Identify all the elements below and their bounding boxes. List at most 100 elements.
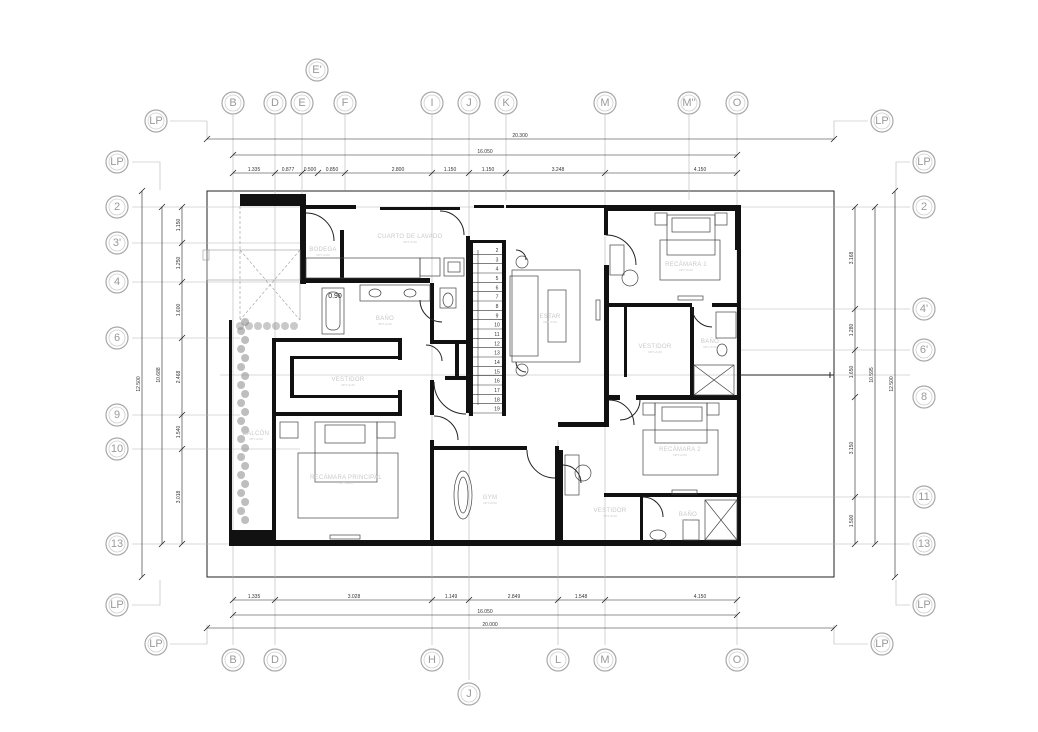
room-level: NPT+6.60	[341, 383, 355, 387]
shrub	[241, 516, 250, 524]
grid-bubble: O	[725, 91, 749, 115]
stair-number: 16	[494, 379, 500, 385]
grid-bubble: B	[221, 648, 245, 672]
svg-text:J: J	[466, 688, 472, 700]
stair-number: 13	[494, 351, 500, 357]
lp-bubble: LP	[870, 109, 894, 133]
svg-text:LP: LP	[110, 599, 123, 611]
svg-text:4': 4'	[920, 303, 928, 315]
shrub	[241, 462, 250, 470]
dim-right-overall: 12.500	[889, 376, 895, 392]
dim-left-seg: 1.600	[176, 304, 182, 317]
svg-text:LP: LP	[149, 638, 162, 650]
shrub	[241, 318, 250, 326]
lp-bubble: LP	[105, 593, 129, 617]
svg-text:8: 8	[921, 391, 927, 403]
grid-bubble: D	[263, 91, 287, 115]
room-label: BODEGA	[309, 247, 336, 253]
grid-bubble: E'	[305, 58, 329, 82]
room-labels: BODEGA NPT+6.60 CUARTO DE LAVADO NPT+6.6…	[243, 234, 719, 522]
dim-left-seg: 2.468	[176, 371, 182, 384]
room-label: RECÁMARA PRINCIPAL	[310, 474, 382, 481]
svg-text:L: L	[555, 654, 561, 666]
room-level: NPT+6.60	[648, 350, 662, 354]
dim-right-seg: 3.168	[849, 252, 855, 265]
grid-bubble: 6	[105, 326, 129, 350]
stair-number: 12	[494, 341, 500, 347]
grid-bubble: I	[420, 91, 444, 115]
grid-bubble: 8	[912, 385, 936, 409]
doors	[305, 210, 713, 518]
dim-top-seg: 0.500	[304, 167, 317, 173]
svg-text:K: K	[502, 97, 510, 109]
shrub	[237, 327, 246, 335]
dim-left-inner: 10.688	[156, 367, 162, 383]
grid-bubble: 4'	[912, 297, 936, 321]
room-label: BALCÓN	[243, 430, 269, 437]
dimension-texts: 20.300 16.050 1.335 0.877 0.500 0.850 2.…	[136, 133, 895, 628]
dim-bottom-seg: 3.028	[348, 594, 361, 600]
dim-top-inner: 16.050	[477, 149, 493, 155]
stair-number: 15	[494, 369, 500, 375]
dim-bottom-seg: 1.149	[445, 594, 458, 600]
shrub	[254, 322, 262, 330]
room-level: NPT+6.60	[339, 481, 353, 485]
grid-bubble: F	[333, 91, 357, 115]
shrub	[281, 322, 289, 330]
dim-top-seg: 4.150	[694, 167, 707, 173]
dimension-lines	[138, 135, 899, 632]
svg-text:F: F	[342, 97, 349, 109]
stair-number: 2	[496, 248, 499, 254]
room-label: BAÑO	[701, 338, 719, 345]
shrub	[236, 322, 244, 330]
dim-top-seg: 2.800	[392, 167, 405, 173]
dim-right-seg: 3.150	[849, 442, 855, 455]
room-level: NPT+6.60	[483, 501, 497, 505]
svg-text:E': E'	[312, 64, 321, 76]
dim-right-inner: 10.595	[869, 367, 875, 383]
dim-bottom-inner: 16.050	[477, 609, 493, 615]
svg-text:H: H	[428, 654, 436, 666]
shrub	[237, 471, 246, 479]
svg-text:LP: LP	[875, 115, 888, 127]
dim-top-seg: 1.150	[482, 167, 495, 173]
dim-top-seg: 0.850	[326, 167, 339, 173]
shrub	[237, 399, 246, 407]
dim-top-seg: 0.877	[282, 167, 295, 173]
dim-right-seg: 1.500	[849, 515, 855, 528]
grid-bubble: K	[494, 91, 518, 115]
grid-bubble: J	[457, 91, 481, 115]
svg-text:I: I	[430, 97, 433, 109]
dim-bottom-seg: 1.335	[248, 594, 261, 600]
stair-number: 14	[494, 360, 500, 366]
dim-left-seg: 3.018	[176, 491, 182, 504]
shrub	[237, 507, 246, 515]
grid-bubble: D	[263, 648, 287, 672]
shrub	[237, 489, 246, 497]
balcony-top-hatch	[202, 206, 301, 321]
stair-number: 11	[494, 332, 499, 338]
dim-left-seg: 1.250	[176, 257, 182, 270]
lp-bubble: LP	[144, 632, 168, 656]
mark-090: 0.90	[328, 293, 342, 300]
svg-text:13: 13	[918, 538, 930, 550]
shrub	[237, 381, 246, 389]
dim-top-seg: 1.335	[248, 167, 261, 173]
svg-text:6': 6'	[920, 344, 928, 356]
shrub	[241, 354, 250, 362]
svg-text:B: B	[229, 654, 236, 666]
shrub	[241, 390, 250, 398]
shrub	[241, 336, 250, 344]
stair-number: 17	[494, 388, 500, 394]
grid-bubble: 3'	[105, 231, 129, 255]
lp-bubble: LP	[144, 109, 168, 133]
room-level: NPT+6.60	[703, 345, 717, 349]
grid-bubble: 6'	[912, 338, 936, 362]
grid-bubble: 2	[912, 195, 936, 219]
room-label: BAÑO	[679, 511, 697, 518]
svg-text:D: D	[271, 97, 279, 109]
svg-text:6: 6	[114, 332, 120, 344]
svg-text:E: E	[298, 97, 305, 109]
stair-number: 4	[496, 267, 499, 273]
